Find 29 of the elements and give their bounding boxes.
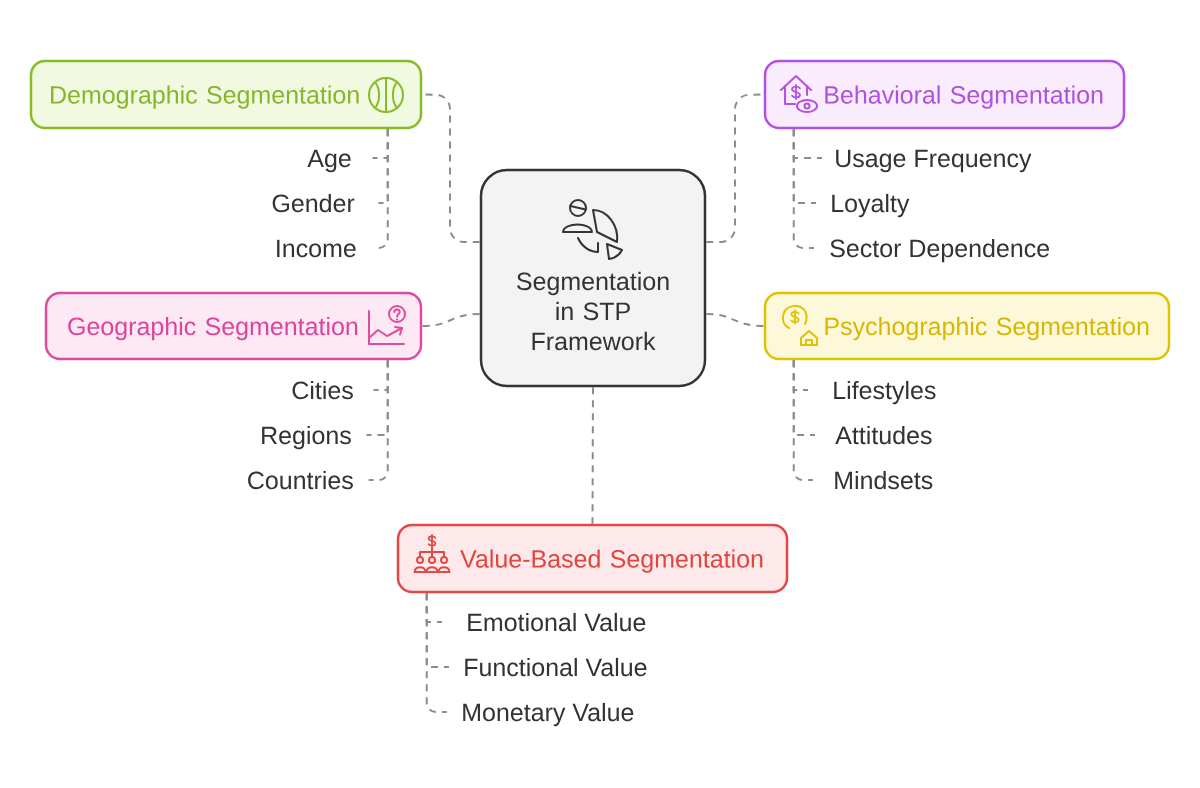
item-label: Emotional Value [468, 612, 646, 632]
connector-line [792, 128, 815, 249]
item-label: Lifestyles [834, 380, 936, 405]
item-label: Gender [272, 193, 355, 213]
connector-line [367, 359, 389, 481]
item-label: Mindsets [835, 470, 933, 490]
item-label: Age [307, 149, 351, 173]
segment-box: Value-Based Segmentation [396, 523, 789, 594]
item-label: Income [277, 239, 356, 258]
item-label: Sector Dependence [830, 238, 1050, 263]
item-label: Functional Value [465, 657, 647, 677]
connector-line [792, 359, 814, 481]
item-label: Monetary Value [463, 702, 634, 727]
segment-box: Behavioral Segmentation [763, 59, 1126, 130]
item-label: Attitudes [835, 425, 932, 445]
connector-line [377, 128, 389, 249]
segment-box: Psychographic Segmentation [763, 291, 1171, 361]
item-label: Loyalty [832, 193, 910, 218]
connector-line [705, 313, 765, 327]
connector-line [425, 592, 448, 713]
connector-line [591, 386, 594, 525]
connector-line [421, 313, 481, 327]
item-label: Cities [292, 380, 353, 400]
topic-box: Segmentation in STP Framework [479, 168, 707, 388]
item-label: Countries [248, 470, 353, 490]
segment-box: Demographic Segmentation [29, 59, 423, 130]
segment-box: Geographic Segmentation [44, 291, 423, 361]
item-label: Regions [262, 425, 351, 450]
item-label: Usage Frequency [836, 149, 1032, 173]
